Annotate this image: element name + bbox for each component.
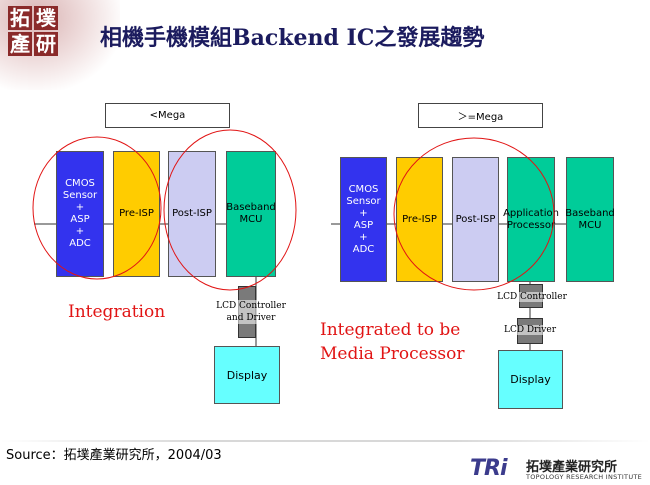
source-note: Source：拓墣產業研究所，2004/03	[6, 448, 222, 463]
right-header-box: ＞=Mega	[418, 103, 543, 128]
left-display-box: Display	[214, 346, 280, 404]
block-line: +	[75, 202, 85, 213]
left-pre-isp-block: Pre-ISP	[113, 151, 160, 277]
annotation-line: Media Processor	[320, 344, 465, 364]
block-line: ASP	[70, 214, 90, 225]
right-post-isp-block: Post-ISP	[452, 157, 499, 282]
logo-char: 墣	[34, 6, 58, 30]
footer-divider	[0, 440, 650, 442]
logo-char: 拓	[8, 6, 32, 30]
left-lcd-label: LCD Controller and Driver	[214, 300, 288, 324]
left-annotation: Integration	[68, 302, 166, 322]
right-app-processor-block: Application Processor	[503, 157, 559, 282]
right-cmos-block: CMOS Sensor + ASP + ADC	[340, 157, 387, 282]
block-line: Sensor	[62, 190, 98, 201]
block-line: Sensor	[346, 195, 381, 207]
right-annotation: Integrated to be Media Processor	[320, 318, 465, 366]
annotation-line: Integrated to be	[320, 320, 461, 340]
left-post-isp-block: Post-ISP	[168, 151, 216, 277]
tri-mark: TRi	[470, 456, 507, 481]
block-line: Application	[503, 207, 559, 219]
left-header-box: <Mega	[105, 103, 230, 128]
block-line: ADC	[69, 238, 91, 249]
tri-name: 拓墣產業研究所	[526, 460, 618, 475]
right-lcd-controller-label: LCD Controller	[494, 292, 570, 302]
tri-logo: TRi 拓墣產業研究所 TOPOLOGY RESEARCH INSTITUTE	[470, 456, 650, 484]
block-line: Baseband	[226, 202, 276, 213]
logo-char: 研	[34, 32, 58, 56]
block-line: CMOS	[348, 183, 379, 195]
right-baseband-block: Baseband MCU	[565, 157, 615, 282]
block-line: MCU	[239, 214, 263, 225]
block-line: ADC	[352, 243, 375, 255]
logo-area: 拓 墣 產 研	[0, 0, 120, 90]
logo-char: 產	[8, 32, 32, 56]
right-pre-isp-block: Pre-ISP	[396, 157, 443, 282]
block-line: Processor	[506, 219, 556, 231]
page-title: 相機手機模組Backend IC之發展趨勢	[100, 25, 485, 51]
left-baseband-block: Baseband MCU	[226, 151, 276, 277]
block-line: CMOS	[65, 178, 95, 189]
block-line: +	[359, 231, 368, 243]
lcd-label-line: and Driver	[226, 313, 276, 323]
left-cmos-block: CMOS Sensor + ASP + ADC	[56, 151, 104, 277]
block-line: ASP	[353, 219, 374, 231]
lcd-label-line: LCD Controller	[216, 301, 286, 311]
block-line: Baseband	[565, 207, 615, 219]
block-line: +	[75, 226, 85, 237]
block-line: +	[359, 207, 368, 219]
tri-subtitle: TOPOLOGY RESEARCH INSTITUTE	[526, 473, 643, 481]
right-lcd-driver-label: LCD Driver	[498, 325, 562, 335]
right-display-box: Display	[498, 350, 563, 409]
block-line: MCU	[578, 219, 602, 231]
